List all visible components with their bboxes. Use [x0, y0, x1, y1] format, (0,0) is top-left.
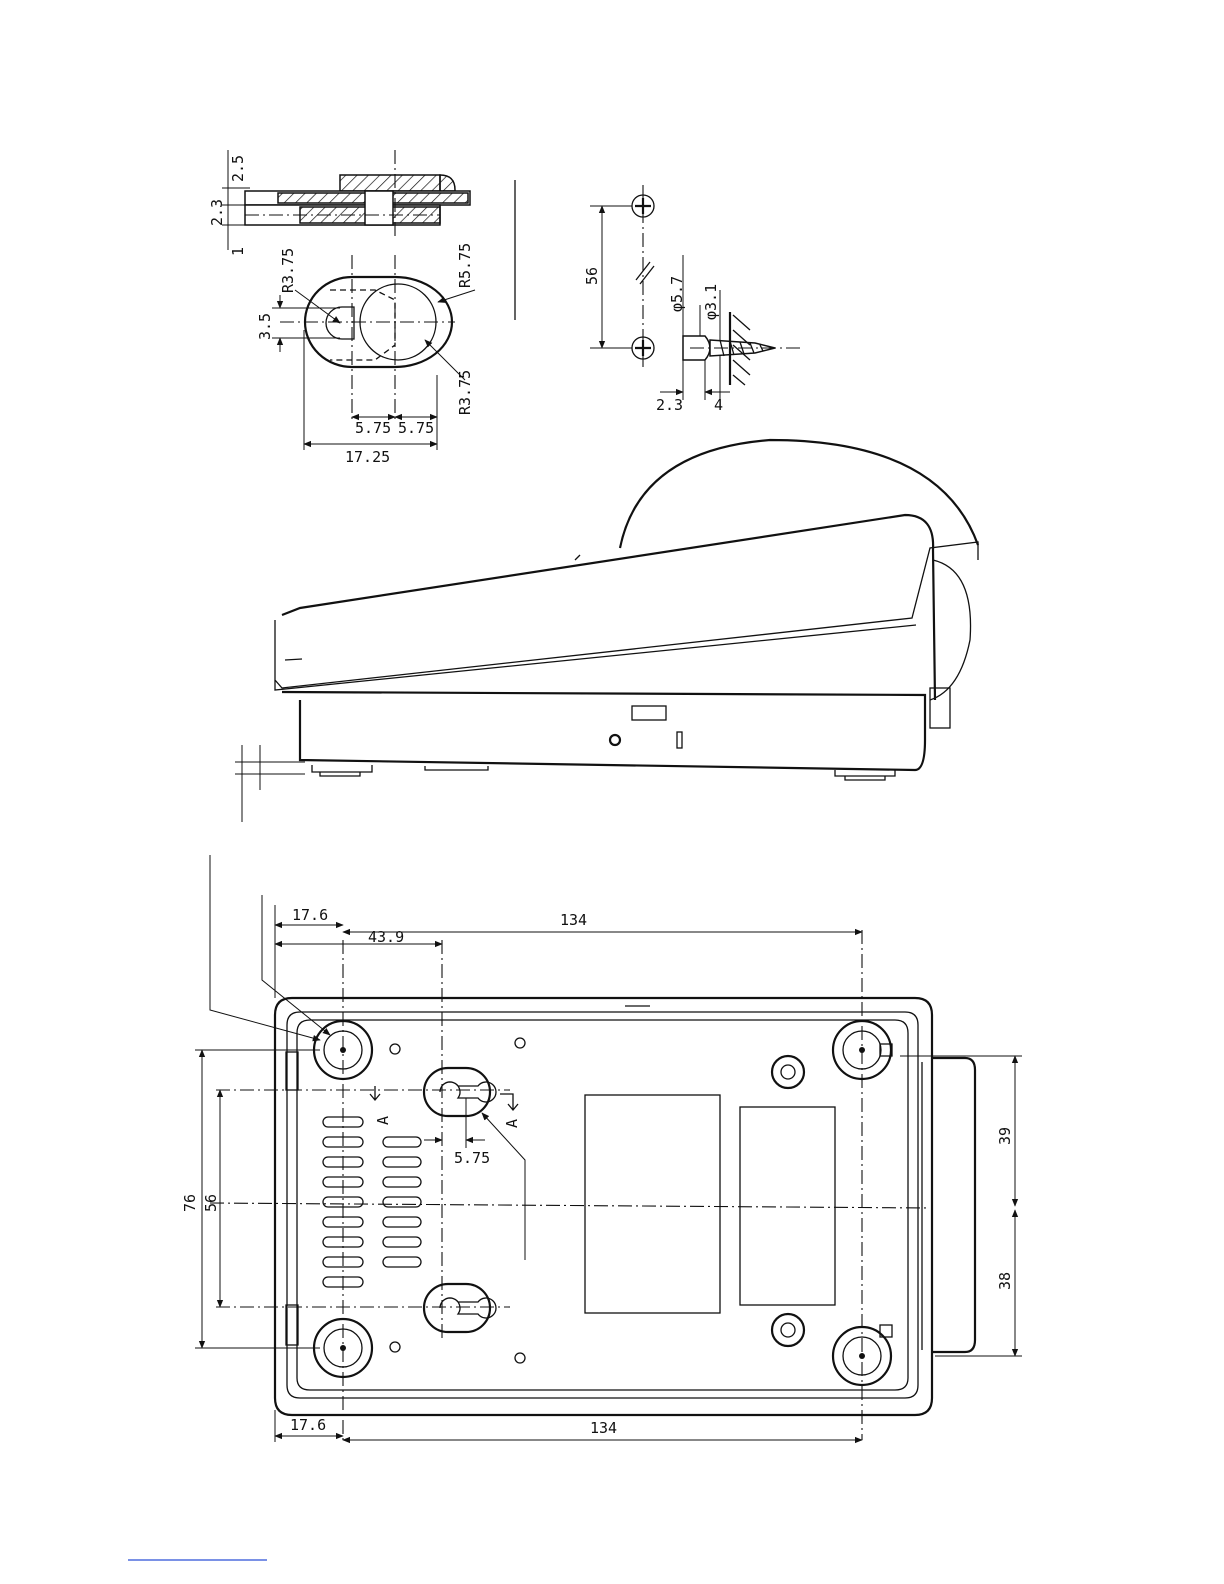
keyhole-section-view: 2.5 2.3 1 R3.75 R5.75 R3.75 3.5: [208, 150, 475, 466]
dim-bottom-span: 134: [590, 1419, 617, 1437]
dim-wall-top: 2.5: [229, 155, 247, 182]
dim-wall-mid: 2.3: [208, 199, 226, 226]
wall-cross-section: [245, 150, 470, 240]
wall-thickness-dims: 2.5 2.3 1: [208, 150, 250, 256]
dim-keyhole-spacing: 5.75: [454, 1149, 490, 1167]
dim-right-upper: 39: [996, 1127, 1014, 1145]
screw-head-top-icon: [632, 195, 654, 217]
dim-wall-gap: 4: [714, 396, 723, 414]
label-recess-right: [740, 1107, 835, 1305]
dim-head-gap: 2.3: [656, 396, 683, 414]
dim-overall-height: 76: [181, 1194, 199, 1212]
screw-head-bottom-icon: [632, 337, 654, 359]
dim-keyhole-pitch: 56: [202, 1194, 220, 1212]
dim-slot-width: 3.5: [256, 313, 274, 340]
dim-bottom-left-offset: 17.6: [290, 1416, 326, 1434]
dim-screw-pitch: 56: [583, 267, 601, 285]
dim-shank-dia: φ3.1: [702, 284, 720, 320]
dim-top-left-offset: 17.6: [292, 906, 328, 924]
dim-r-small: R3.75: [279, 248, 297, 293]
dim-head-dia: φ5.7: [668, 276, 686, 312]
dim-r-inner: R3.75: [456, 370, 474, 415]
vent-slots: [323, 1117, 421, 1287]
dim-overall: 17.25: [345, 448, 390, 466]
dim-right-lower: 38: [996, 1272, 1014, 1290]
section-marker-right: A: [503, 1119, 521, 1128]
keyhole-upper: [424, 1068, 496, 1116]
label-recess-left: [585, 1095, 720, 1313]
dim-keyhole-offset: 43.9: [368, 928, 404, 946]
dim-offset-right: 5.75: [398, 419, 434, 437]
dim-top-span: 134: [560, 911, 587, 929]
bottom-view-device: A A 5.75 17.6 134 43.9 76 56 39 38: [181, 855, 1022, 1442]
dim-offset-left: 5.75: [355, 419, 391, 437]
dim-r-large: R5.75: [456, 243, 474, 288]
side-view-device: [235, 440, 978, 822]
wood-screw-icon: [683, 336, 800, 360]
side-jack-icon: [610, 735, 620, 745]
keyhole-lower: [424, 1284, 496, 1332]
section-marker-left: A: [374, 1116, 392, 1125]
screw-mount-detail: 56 φ5.7 φ3.1 2.3 4: [583, 185, 800, 414]
dim-wall-bottom: 1: [229, 247, 247, 256]
